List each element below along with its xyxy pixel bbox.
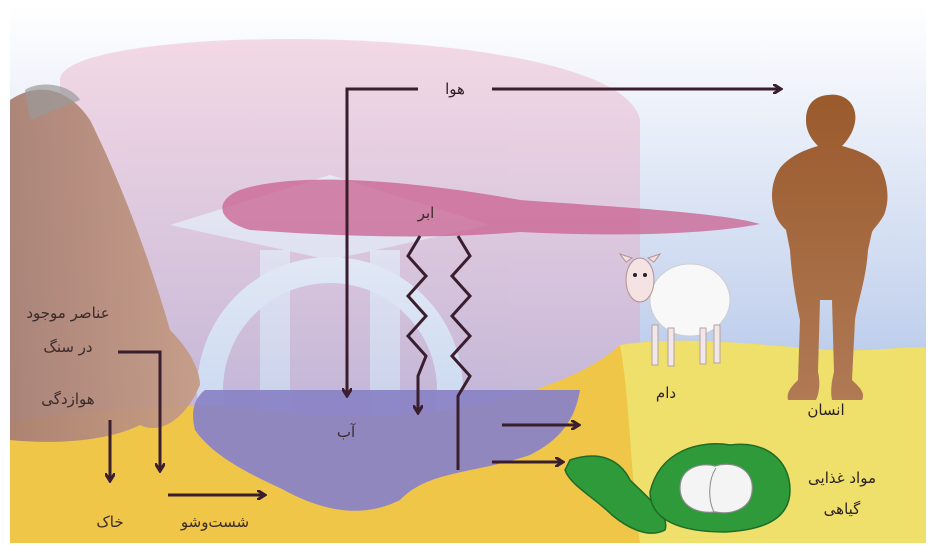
label-water: آب (337, 423, 356, 441)
label-rock-elements-line1: عناصر موجود (26, 304, 109, 322)
label-soil: خاک (96, 513, 123, 531)
label-rock-elements-line2: در سنگ (43, 338, 92, 356)
label-livestock: دام (656, 384, 676, 402)
label-plant-food-line1: مواد غذایی (808, 469, 876, 487)
label-cloud: ابر (417, 204, 435, 222)
label-weathering: هوازدگی (41, 390, 94, 408)
label-washing: شست‌وشو (180, 513, 249, 531)
label-human: انسان (807, 401, 844, 419)
cabbage-vegetable (650, 444, 790, 532)
label-air: هوا (445, 80, 465, 98)
label-plant-food-line2: گیاهی (824, 500, 862, 518)
